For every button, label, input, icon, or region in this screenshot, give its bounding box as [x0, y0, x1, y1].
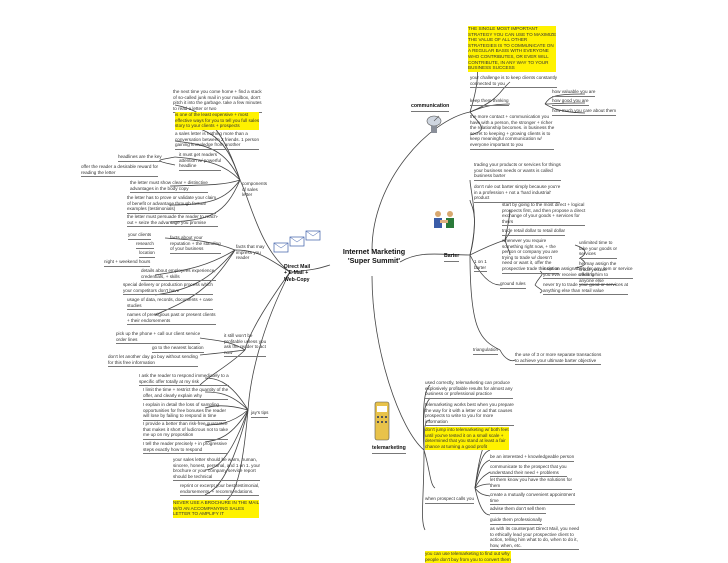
- hub-telemarketing[interactable]: telemarketing: [372, 445, 406, 454]
- tm-advise: advise them don't sell them: [490, 506, 546, 514]
- dm-persuade: the letter must persuade the reader to r…: [127, 214, 219, 228]
- dm-names: names of prestigious past or present cli…: [127, 312, 216, 326]
- dm-facts-impress: facts that may impress you reader: [236, 244, 265, 261]
- tip-limit: I limit the time + restrict the quantity…: [143, 387, 229, 401]
- barter-trade-retail: trade retail dollar to retail dollar: [502, 228, 566, 236]
- link-center-directmail: [289, 264, 331, 273]
- dm-sales-letter: a sales letter is nothing more than a co…: [175, 131, 260, 150]
- envelopes-icon: [272, 229, 328, 264]
- tip-tell-precisely: I tell the reader precisely + in progres…: [143, 441, 227, 455]
- tm-interested-person: be an interested + knowledgeable person: [490, 454, 575, 462]
- dm-night-hours: night + weekend hours: [104, 259, 151, 267]
- barter-triangulation: triangulation: [473, 347, 499, 355]
- tm-know-solutions: let them know you have the solutions for…: [490, 477, 572, 491]
- hub-barter[interactable]: Barter: [444, 253, 460, 262]
- dm-usage: usage of data, records, documents + case…: [127, 297, 213, 311]
- barter-may-assign: he may assign the credit you are offerin…: [579, 261, 617, 286]
- barter-never-try: never try to trade your good or services…: [543, 282, 629, 296]
- tip-explain: I explain in detail the loss of sampling…: [143, 402, 226, 421]
- barter-one-on-one: 1 on 1 barter: [474, 259, 487, 273]
- tm-find-out-why: you can use telemarketing to find out wh…: [425, 551, 511, 563]
- hub-communication[interactable]: communication: [411, 103, 450, 112]
- dm-research: research: [136, 241, 154, 249]
- dm-dont-let: don't let another day go buy without sen…: [108, 354, 198, 368]
- dm-jays-tips: jay's tips: [251, 410, 269, 418]
- central-topic-title: Internet Marketing: [342, 247, 406, 256]
- tm-guide: guide them professionally: [490, 517, 543, 525]
- dm-pick-up-phone: pick up the phone + call our client serv…: [116, 331, 201, 345]
- barter-whenever: whenever you require something right now…: [502, 238, 560, 274]
- dm-offer-reward: offer the reader a desirable reward for …: [81, 164, 159, 178]
- barter-use-of-3: the use of 3 or more separate transactio…: [515, 352, 602, 366]
- central-topic-subtitle: 'Super Summit': [347, 255, 401, 265]
- dm-components: components of sales letter: [242, 181, 268, 198]
- handshake-icon: [431, 208, 457, 235]
- satellite-dish-icon: [423, 113, 445, 140]
- communication-care: how much you care about them: [552, 108, 617, 116]
- central-topic[interactable]: Internet Marketing 'Super Summit': [320, 247, 428, 274]
- communication-valuable: how valuable you are: [552, 89, 596, 97]
- dm-location: location: [139, 250, 155, 258]
- dm-special-delivery: special delivery or production process w…: [123, 282, 213, 296]
- link-center-barter: [399, 253, 471, 263]
- link-center-telemarketing: [371, 275, 425, 451]
- tip-provide: I provide a better than risk-free guaran…: [143, 421, 229, 440]
- dm-grab-attention: it must get readers attention w/ powerfu…: [179, 152, 222, 171]
- communication-more-contact: the more contact + communication you hav…: [470, 114, 555, 150]
- link-center-communication: [371, 111, 471, 251]
- dm-never-use-brochure: NEVER USE A BROCHURE IN THE MAIL W/O AN …: [173, 500, 260, 518]
- dm-facts-about: facts about your reputation + the standi…: [170, 235, 221, 254]
- barter-unlimited-time: unlimited time to take your goods or ser…: [579, 240, 618, 259]
- tm-counterpart: as with its counterpart Direct Mail, you…: [490, 526, 580, 551]
- dm-next-time: the next time you come home + find a sta…: [173, 89, 262, 114]
- barter-start: start by going to the most direct + logi…: [502, 202, 586, 227]
- tm-when-prospect-calls: when prospect calls you: [425, 496, 475, 504]
- telephone-icon: [371, 400, 393, 449]
- dm-show-clear: the letter must show clear + distinctive…: [130, 180, 208, 194]
- dm-reprint: reprint or excerpt your best testimonial…: [180, 483, 260, 497]
- dm-headlines-key: headlines are the key: [118, 154, 162, 162]
- tm-used-correctly: used correctly, telemarketing can produc…: [425, 380, 513, 399]
- barter-ground-rules: ground rules: [500, 281, 526, 289]
- communication-good: how good you are: [552, 98, 589, 106]
- communication-top-note: THE SINGLE MOST IMPORTANT STRATEGY YOU C…: [468, 26, 557, 72]
- barter-dont-rule-out: don't rule out barter simply because you…: [474, 184, 561, 203]
- tm-works-best: telemarketing works best when you prepar…: [425, 402, 514, 427]
- tm-communicate: communicate to the prospect that you und…: [490, 464, 567, 478]
- dm-still-wont: it still won't be profitable unless you …: [224, 333, 267, 358]
- barter-insist: insist on assignability for any item or …: [543, 266, 633, 280]
- tm-dont-jump: don't jump into telemarketing w/ both fe…: [425, 427, 509, 451]
- tm-mutually-convenient: create a mutually convenient appointment…: [490, 492, 576, 506]
- dm-nearest-location: go to the nearest location: [152, 345, 204, 353]
- communication-keep-thinking: keep them thinking: [470, 98, 509, 106]
- dm-prove: the letter has to prove or validate your…: [127, 195, 217, 214]
- dm-your-sales-letter: your sales letter should be warm, human,…: [173, 457, 261, 482]
- barter-trading: trading your products or services for th…: [474, 162, 561, 181]
- dm-details: details about employees experience, cred…: [141, 268, 216, 282]
- communication-challenge: your challenge is to keep clients consta…: [470, 75, 558, 89]
- tip-ask-respond: I ask the reader to respond immediately …: [139, 373, 229, 387]
- dm-least-expensive: is one of the least expensive + most eff…: [175, 112, 260, 130]
- hub-direct-mail[interactable]: Direct Mail + E-Mail + Web-Copy: [284, 264, 311, 283]
- dm-your-clients: your clients: [128, 232, 152, 240]
